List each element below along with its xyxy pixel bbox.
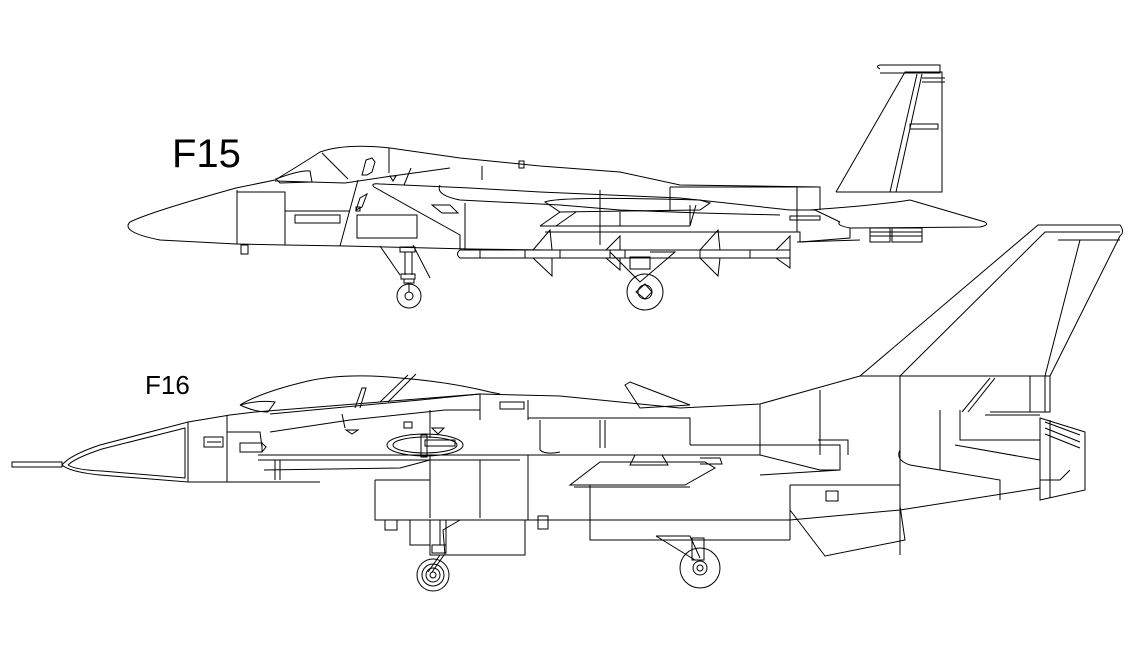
f16-drawing <box>11 224 1123 592</box>
f16-label: F16 <box>145 370 190 400</box>
f15-drawing <box>127 64 988 311</box>
f15-label: F15 <box>172 132 241 176</box>
